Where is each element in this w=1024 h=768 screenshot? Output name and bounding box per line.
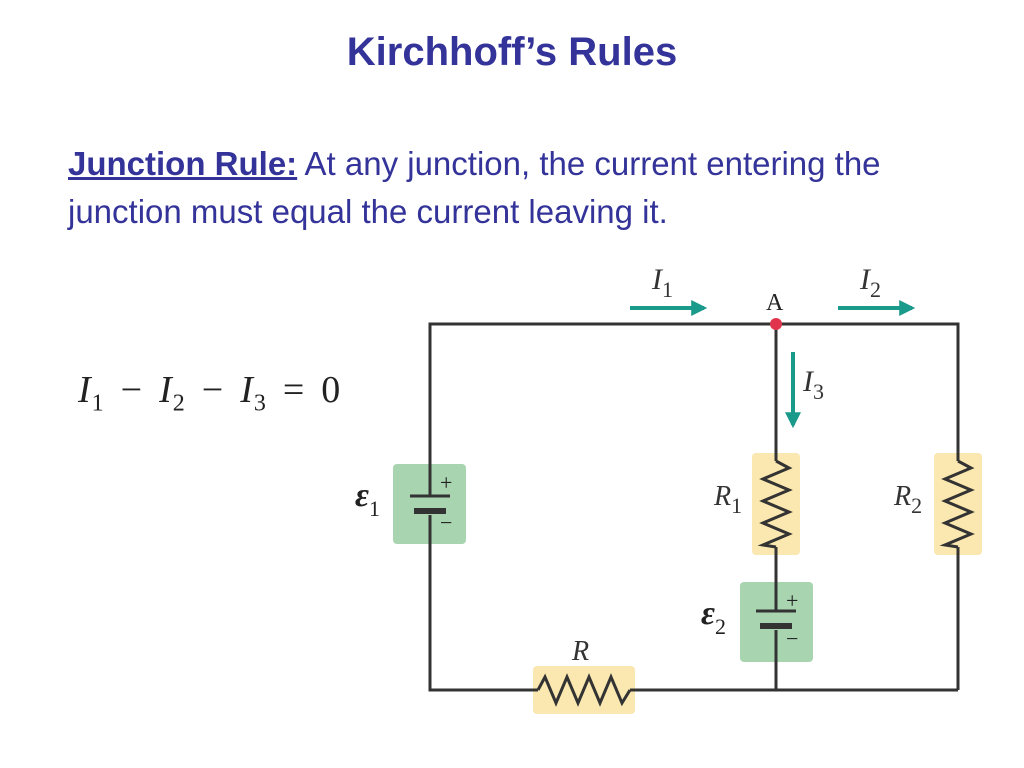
emf-1-label: ε1 — [355, 477, 380, 521]
battery-2-plus: + — [786, 588, 798, 613]
equation-term-3-sub: 3 — [253, 390, 267, 417]
current-i3-sub: 3 — [813, 379, 824, 404]
resistor-r-zigzag — [536, 673, 632, 707]
battery-1-box — [393, 464, 466, 544]
current-i2-sub: 2 — [870, 277, 881, 302]
resistor-r1-zigzag — [757, 459, 793, 549]
equation-term-1-sub: 1 — [91, 390, 105, 417]
current-i1-label: I1 — [651, 263, 673, 302]
equation-term-3-symbol: I — [240, 369, 254, 411]
junction-rule-label: Junction Rule: — [68, 145, 298, 182]
junction-rule-text: Junction Rule: At any junction, the curr… — [68, 140, 988, 236]
current-i2-label: I2 — [859, 263, 881, 302]
resistor-r2-label: R2 — [893, 481, 922, 518]
emf-2-label: ε2 — [701, 595, 726, 639]
battery-1-plus: + — [440, 470, 452, 495]
equation-operator-3: = — [282, 369, 306, 411]
current-i2-symbol: I — [859, 263, 872, 296]
junction-rule-body: At any junction, the current entering th… — [68, 145, 881, 230]
battery-2-minus: − — [786, 626, 798, 651]
resistor-r1-symbol: R — [713, 481, 731, 512]
equation-term-2-symbol: I — [159, 369, 173, 411]
resistor-r1-sub: 1 — [731, 493, 742, 518]
junction-equation: I1−I2−I3=0 — [78, 368, 341, 418]
resistor-r2-zigzag — [939, 459, 975, 549]
battery-2-box — [740, 582, 813, 662]
emf-1-sub: 1 — [369, 496, 380, 521]
current-i3-symbol: I — [802, 365, 815, 398]
emf-1-symbol: ε — [355, 477, 369, 514]
junction-node-a — [770, 318, 782, 330]
slide-title: Kirchhoff’s Rules — [346, 30, 678, 74]
circuit-wires — [428, 322, 960, 692]
wire-top — [428, 322, 960, 496]
equation-term-2-sub: 2 — [172, 390, 186, 417]
equation-operator-1: − — [120, 369, 144, 411]
equation-rhs: 0 — [321, 369, 342, 411]
emf-2-symbol: ε — [701, 595, 715, 632]
wire-bottom-left — [428, 515, 538, 692]
resistor-r2-symbol: R — [893, 481, 911, 512]
equation-operator-2: − — [201, 369, 225, 411]
equation-term-1-symbol: I — [78, 369, 92, 411]
current-i1-sub: 1 — [662, 277, 673, 302]
emf-2-sub: 2 — [715, 614, 726, 639]
current-i1-symbol: I — [651, 263, 664, 296]
current-i3-label: I3 — [802, 365, 824, 404]
resistor-r2-sub: 2 — [911, 493, 922, 518]
resistor-r1-label: R1 — [713, 481, 742, 518]
resistor-r-label: R — [571, 636, 589, 667]
battery-1-minus: − — [440, 510, 452, 535]
junction-label: A — [766, 290, 784, 316]
